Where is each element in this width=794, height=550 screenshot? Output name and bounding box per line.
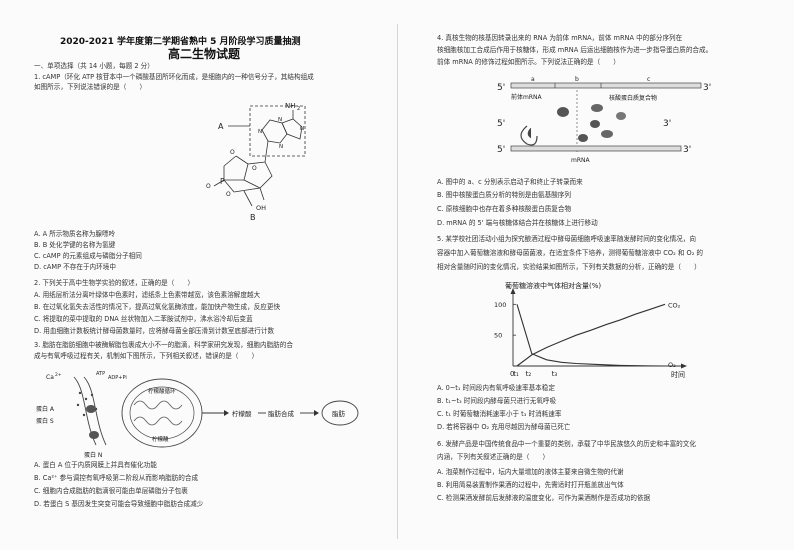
q2-option-a: A. 用纸层析法分离叶绿体中色素时，滤纸条上色素带越宽，该色素溶解度越大 <box>34 291 261 299</box>
q6-option-c: C. 检测果酒发酵前后发酵液的温度变化，可作为果酒制作是否成功的依据 <box>437 494 651 502</box>
series-label-o2: O₂ <box>668 361 676 369</box>
adp-label: ADP+Pi <box>108 375 127 381</box>
q6-option-b: B. 利用简易装置制作果酒的过程中，先需适时打开瓶盖放出气体 <box>437 481 624 489</box>
o-label-1: O <box>206 183 211 190</box>
atp-label: ATP <box>96 371 105 377</box>
q3-stem-line1: 3. 脂肪在脂肪细胞中被酶解脂包裹成大小不一的脂滴，科学家研究发现，细胞内脂肪的… <box>34 341 293 349</box>
q4-stem-line1: 4. 真核生物的核基因转录出来的 RNA 为前体 mRNA，前体 mRNA 中的… <box>437 34 683 42</box>
pre-mrna-label: 前体mRNA <box>511 93 543 101</box>
y-tick-label: 50 <box>494 332 502 340</box>
series-line-co2 <box>516 303 666 367</box>
q6-option-a: A. 泡菜制作过程中，坛内大量增加的液体主要来自微生物的代谢 <box>437 468 624 476</box>
section-heading: 一、单项选择（共 14 小题，每题 2 分） <box>34 62 154 70</box>
citrate-inner-label: 柠檬酸 <box>152 435 169 443</box>
q1-option-d: D. cAMP 不存在于内环境中 <box>34 263 116 271</box>
series-line-o2 <box>516 304 666 367</box>
oh-label: OH <box>256 204 266 212</box>
q1-stem-line2: 如图所示，下列说法错误的是（ ） <box>34 83 147 91</box>
n-label-3: N <box>300 126 304 132</box>
q5-option-d: D. 若将容器中 O₂ 充用尽越因为酵母菌已死亡 <box>437 423 571 431</box>
x-tick-label: t₁ <box>513 370 519 378</box>
q4-option-c: C. 原核细胞中也存在着多种核酸蛋白质复合物 <box>437 205 572 213</box>
x-tick-label: t₃ <box>552 370 558 378</box>
protein-a-label: 蛋白 A <box>36 405 55 413</box>
mrna-five-prime: 5' <box>497 145 505 155</box>
q2-option-b: B. 在过氧化氢失去活性的情况下，提高过氧化氢酶浓度，能加快产物生成，反应更快 <box>34 303 281 311</box>
exam-subtitle: 高二生物试题 <box>168 47 241 61</box>
left-column: 2020-2021 学年度第二学期省熟中 5 月阶段学习质量抽测 高二生物试题 … <box>34 37 359 508</box>
x-tick-label: 0 <box>510 370 514 378</box>
mrna-three-prime: 3' <box>683 145 691 155</box>
q3-option-c: C. 细胞内合成脂肪的脂滴很可能由单层磷脂分子包裹 <box>34 487 188 495</box>
region-c-label: c <box>647 76 650 83</box>
o-label-3: O <box>226 191 231 198</box>
ca-label: Ca <box>46 374 54 381</box>
mrna-label: mRNA <box>571 157 591 164</box>
gas-content-chart: 葡萄糖溶液中气体相对含量(%) 50 100 0t₁ t₂ t₃ CO₂ O₂ 时间 <box>494 281 687 379</box>
p-label: P <box>220 177 225 186</box>
n-label-1: N <box>258 129 262 135</box>
protein-n-label: 蛋白 N <box>84 451 102 459</box>
x-axis-label: 时间 <box>671 370 685 379</box>
n-label-4: N <box>279 144 283 150</box>
synthesis-label: 脂肪合成 <box>268 409 295 418</box>
q1-option-a: A. A 所示物质名称为腺嘌呤 <box>34 230 116 238</box>
q3-stem-line2: 成与有氧呼吸过程有关，机制如下图所示，下列相关叙述，错误的是（ ） <box>34 352 259 360</box>
mid-three-prime: 3' <box>663 119 671 129</box>
exam-title: 2020-2021 学年度第二学期省熟中 5 月阶段学习质量抽测 <box>60 37 301 47</box>
o-label-2: O <box>230 149 235 156</box>
q3-option-b: B. Ca²⁺ 参与调控有氧呼吸第二阶段从而影响脂肪的合成 <box>34 474 199 482</box>
q4-stem-line3: 前体 mRNA 的修饰过程如图所示。下列说法正确的是（ ） <box>437 58 620 66</box>
q4-stem-line2: 核细胞核加工合成后作用于核糖体，形成 mRNA 后运出细胞核作为进一步指导蛋白质… <box>437 46 713 54</box>
q6-stem-line2: 内涵，下列有关叙述正确的是（ ） <box>437 453 550 461</box>
q2-stem: 2. 下列关于高中生物学实验的叙述，正确的是（ ） <box>34 279 195 287</box>
o-label-4: O <box>252 165 257 172</box>
label-b: B <box>250 213 256 222</box>
camp-structure-diagram: A NH 2 OH P O O O O N N N N B <box>206 102 306 222</box>
q5-stem-line2: 容器中加入葡萄糖溶液和酵母菌菌液，在适宜条件下培养，测得葡萄糖溶液中 CO₂ 和… <box>437 249 704 257</box>
y-tick-label: 100 <box>494 301 506 309</box>
q6-stem-line1: 6. 发酵产品是中国传统食品中一个重要的类别，承载了中华民族悠久的历史和丰富的文… <box>437 440 696 448</box>
q5-stem-line1: 5. 某学校社团活动小组为探究酿酒过程中酵母菌细胞呼吸速率随发酵时间的变化情况，… <box>437 235 696 243</box>
q2-option-c: C. 将提取的菜中提取的 DNA 丝状物加入二苯胺试剂中，沸水浴冷却后变蓝 <box>34 315 253 323</box>
column-divider <box>397 24 398 539</box>
q5-stem-line3: 相对含量随时间的变化情况，实验结果如图所示，下列有关数据的分析，正确的是（ ） <box>437 263 701 271</box>
x-tick-label: t₂ <box>526 370 532 378</box>
y-axis-arrow <box>510 288 516 294</box>
ca-superscript: 2+ <box>55 372 62 378</box>
chart-title: 葡萄糖溶液中气体相对含量(%) <box>505 281 601 290</box>
label-a: A <box>218 122 224 131</box>
q3-option-a: A. 蛋白 A 位于内质网膜上并具有催化功能 <box>34 461 157 469</box>
cycle-label: 柠檬酸循环 <box>148 387 176 395</box>
q5-option-b: B. t₁~t₃ 时间段内酵母菌只进行无氧呼吸 <box>437 397 557 405</box>
citrate-label: 柠檬酸 <box>232 409 252 418</box>
complex-label: 核酸蛋白质复合物 <box>609 94 657 102</box>
pre-five-prime: 5' <box>497 83 505 93</box>
q5-option-c: C. t₁ 时葡萄糖消耗速率小于 t₃ 时消耗速率 <box>437 410 562 418</box>
q5-option-a: A. 0~t₁ 时间段内有氧呼吸速率基本稳定 <box>437 384 555 392</box>
pre-three-prime: 3' <box>703 83 711 93</box>
fat-label: 脂肪 <box>332 409 346 418</box>
q4-option-a: A. 图中的 a、c 分别表示启动子和终止子转录而来 <box>437 178 583 186</box>
region-b-label: b <box>575 76 579 83</box>
q1-option-b: B. B 处化学键的名称为氢键 <box>34 241 116 249</box>
q3-option-d: D. 若蛋白 S 基因发生突变可能会导致细胞中脂肪合成减少 <box>34 500 204 508</box>
fat-synthesis-diagram: 柠檬酸循环 柠檬酸 Ca 2+ ATP ADP+Pi 蛋白 A 蛋白 S 蛋白 … <box>36 371 359 459</box>
q4-option-d: D. mRNA 的 5' 端与核糖体结合并在核糖体上进行移动 <box>437 219 598 227</box>
q4-option-b: B. 图中核酸蛋白质分析的特别是由氨基酸序列 <box>437 191 571 199</box>
x-axis-arrow <box>681 363 687 369</box>
nh2-subscript: 2 <box>297 106 300 112</box>
q1-stem-line1: 1. cAMP（环化 ATP 核苷本中一个磷酸基团所环化而成，是细胞内的一种信号… <box>34 73 314 81</box>
q1-option-c: C. cAMP 的元素组成与磷脂分子相同 <box>34 252 142 260</box>
mid-five-prime: 5' <box>497 119 505 129</box>
nh2-label: NH <box>285 102 296 110</box>
series-label-co2: CO₂ <box>668 301 681 309</box>
right-column: 4. 真核生物的核基因转录出来的 RNA 为前体 mRNA，前体 mRNA 中的… <box>397 0 794 550</box>
n-label-2: N <box>278 117 282 123</box>
region-a-label: a <box>531 76 535 83</box>
protein-s-label: 蛋白 S <box>36 417 54 425</box>
mrna-processing-diagram: 5' 3' a b c 前体mRNA 核酸蛋白质复合物 5' 3' 5' 3' … <box>497 76 711 164</box>
q2-option-d: D. 用血细胞计数板统计酵母菌数量时，应将酵母菌全部压滑到计数室底部进行计数 <box>34 327 275 335</box>
